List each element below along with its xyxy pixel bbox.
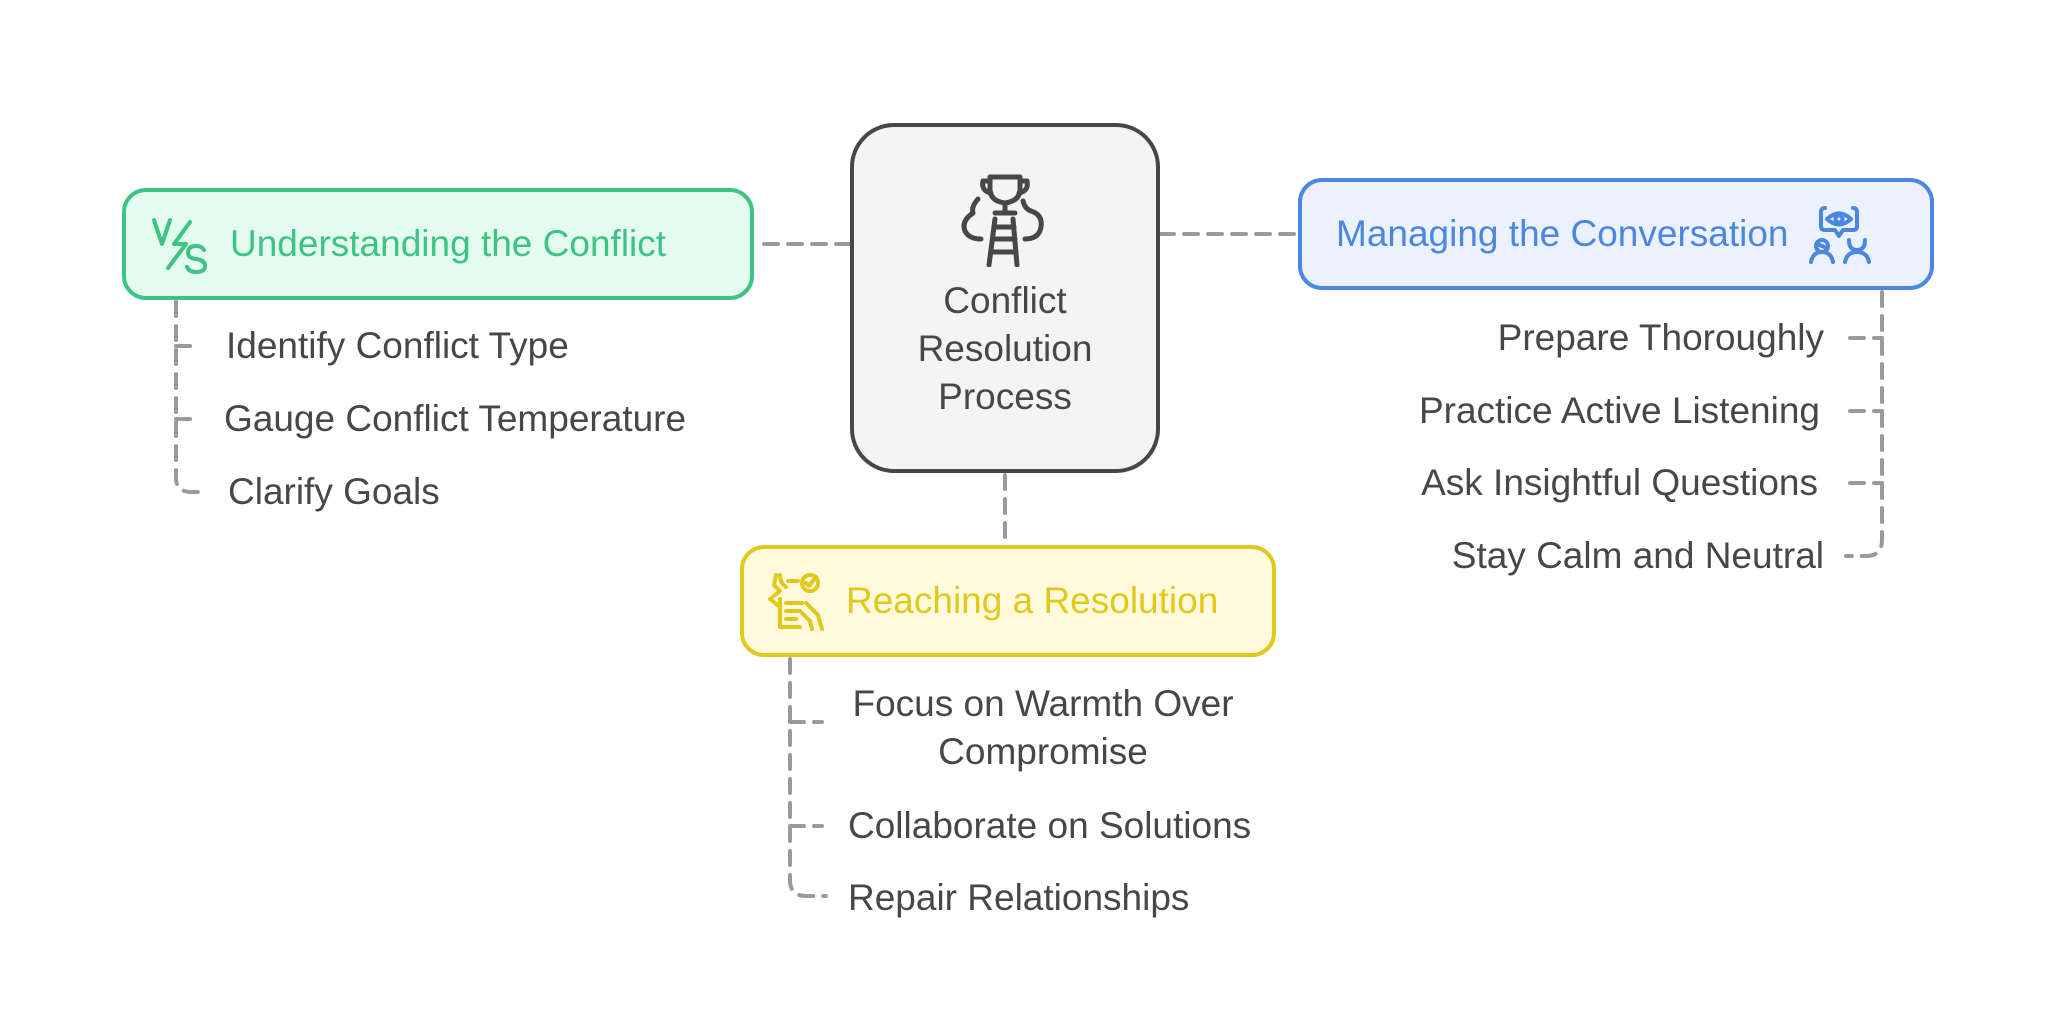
center-title-line: Process: [938, 376, 1072, 417]
list-item-line: Focus on Warmth Over: [852, 683, 1234, 724]
list-item-clarify-goals: Clarify Goals: [228, 471, 440, 512]
eye-speech-people-icon: [1808, 206, 1871, 264]
center-title-line: Resolution: [917, 328, 1093, 369]
list-item-gauge-conflict-temperature: Gauge Conflict Temperature: [224, 398, 687, 439]
list-item-stay-calm-and-neutral: Stay Calm and Neutral: [1451, 535, 1824, 576]
branch-title: Managing the Conversation: [1336, 213, 1789, 254]
list-item-identify-conflict-type: Identify Conflict Type: [226, 325, 569, 366]
connector-resolution-trunk: [788, 657, 828, 898]
connector-understanding-trunk: [174, 300, 206, 494]
branch-reaching-a-resolution[interactable]: Reaching a Resolution: [740, 545, 1276, 657]
list-item-ask-insightful-questions: Ask Insightful Questions: [1421, 462, 1818, 503]
branch-understanding-the-conflict[interactable]: Understanding the Conflict: [122, 188, 754, 300]
agreement-document-icon: [768, 573, 824, 631]
list-item-line: Compromise: [938, 731, 1148, 772]
connector-managing-trunk: [1844, 290, 1884, 558]
versus-icon: [152, 218, 207, 274]
center-node[interactable]: Conflict Resolution Process: [850, 123, 1160, 473]
list-item-focus-on-warmth-over-compromise: Focus on Warmth Over Compromise: [828, 680, 1258, 776]
list-item-prepare-thoroughly: Prepare Thoroughly: [1497, 317, 1824, 358]
trophy-ladder-icon: [961, 174, 1044, 267]
list-item-practice-active-listening: Practice Active Listening: [1418, 390, 1820, 431]
branch-title: Understanding the Conflict: [230, 223, 667, 264]
center-title-line: Conflict: [943, 280, 1067, 321]
branch-title: Reaching a Resolution: [846, 580, 1219, 621]
list-item-collaborate-on-solutions: Collaborate on Solutions: [848, 805, 1252, 846]
center-title: Conflict Resolution Process: [918, 277, 1093, 421]
branch-managing-the-conversation[interactable]: Managing the Conversation: [1298, 178, 1934, 290]
list-item-repair-relationships: Repair Relationships: [848, 877, 1190, 918]
